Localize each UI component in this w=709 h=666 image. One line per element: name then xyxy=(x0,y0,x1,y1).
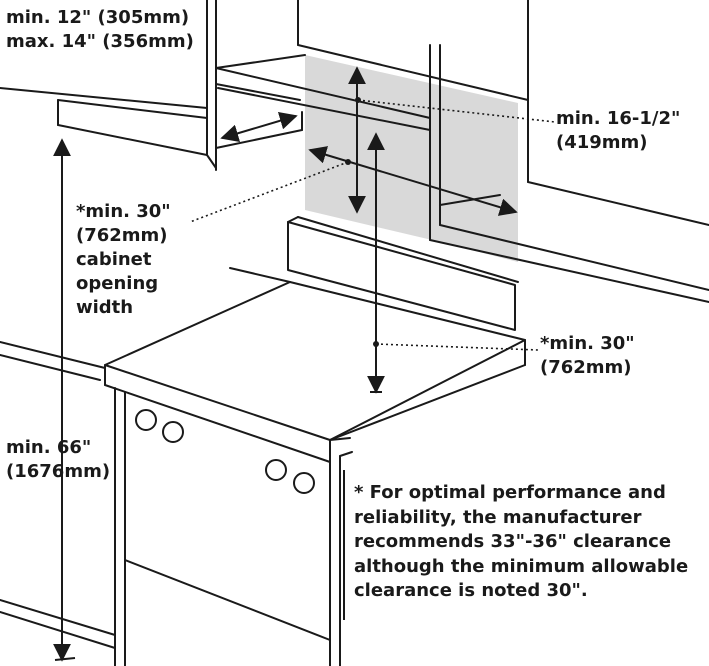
range-clearance-label: *min. 30" (762mm) xyxy=(540,332,635,380)
note-line: reliability, the manufacturer xyxy=(354,506,642,528)
hood-clearance-label: min. 16-1/2" (419mm) xyxy=(556,107,680,155)
range-hood xyxy=(215,83,303,149)
label-line: (419mm) xyxy=(556,132,648,153)
note-line: although the minimum allowable xyxy=(354,555,689,577)
leader-dots xyxy=(345,97,379,347)
range-body xyxy=(104,281,526,666)
label-line: max. 14" (356mm) xyxy=(6,31,194,52)
range-backsplash xyxy=(287,216,519,331)
clearance-note: * For optimal performance and reliabilit… xyxy=(354,481,688,604)
label-line: width xyxy=(76,297,134,318)
label-line: (762mm) xyxy=(76,225,168,246)
dimension-arrows xyxy=(53,66,518,662)
cabinet-width-label: *min. 30" (762mm) cabinet opening width xyxy=(76,200,171,320)
leader-lines xyxy=(189,99,556,351)
label-line: min. 12" (305mm) xyxy=(6,7,190,28)
note-line: recommends 33"-36" clearance xyxy=(354,531,672,552)
hood-depth-label: min. 12" (305mm) max. 14" (356mm) xyxy=(6,6,194,54)
label-line: (762mm) xyxy=(540,357,632,378)
label-line: min. 66" xyxy=(6,437,92,458)
note-line: * For optimal performance and xyxy=(354,482,666,503)
label-line: min. 16-1/2" xyxy=(556,108,681,129)
note-line: clearance is noted 30". xyxy=(354,580,588,601)
label-line: *min. 30" xyxy=(76,201,171,222)
left-upper-cabinet xyxy=(0,0,217,171)
overall-height-label: min. 66" (1676mm) xyxy=(6,436,110,484)
label-line: *min. 30" xyxy=(540,333,635,354)
label-line: (1676mm) xyxy=(6,461,111,482)
label-line: cabinet xyxy=(76,249,152,270)
label-line: opening xyxy=(76,273,159,294)
